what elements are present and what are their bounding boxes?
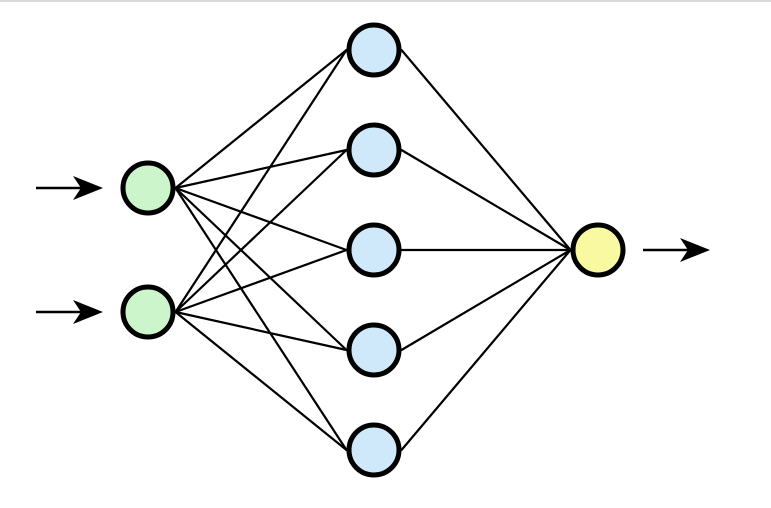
hidden-2-node: [346, 122, 402, 178]
edge-input-2-hidden-2: [174, 148, 348, 314]
edge-input-1-hidden-3: [174, 186, 348, 252]
edge-input-1-hidden-2: [174, 148, 348, 190]
input-arrow-1: [36, 176, 103, 200]
input-2-node: [120, 284, 176, 340]
arrowhead-icon: [680, 238, 710, 262]
edge-hidden-2-output-1: [400, 148, 572, 252]
hidden-1-node: [346, 22, 402, 78]
edge-input-1-hidden-1: [174, 48, 348, 190]
input-1-node: [120, 160, 176, 216]
edge-input-1-hidden-5: [174, 186, 348, 452]
output-arrow: [643, 238, 710, 262]
edge-hidden-1-output-1: [400, 48, 572, 252]
hidden-5-node: [346, 422, 402, 478]
edge-input-2-hidden-4: [174, 310, 348, 352]
arrowhead-icon: [73, 300, 103, 324]
top-border-line: [0, 0, 771, 2]
hidden-3-node: [346, 222, 402, 278]
edge-hidden-5-output-1: [400, 248, 572, 452]
edge-input-2-hidden-1: [174, 48, 348, 314]
arrowhead-icon: [73, 176, 103, 200]
edge-hidden-4-output-1: [400, 248, 572, 352]
nodes-layer: [120, 22, 626, 478]
edge-input-2-hidden-5: [174, 310, 348, 452]
edge-input-2-hidden-3: [174, 248, 348, 314]
edge-input-1-hidden-4: [174, 186, 348, 352]
arrows-layer: [36, 176, 710, 324]
input-arrow-2: [36, 300, 103, 324]
output-1-node: [570, 222, 626, 278]
edges-layer: [174, 48, 572, 452]
hidden-4-node: [346, 322, 402, 378]
